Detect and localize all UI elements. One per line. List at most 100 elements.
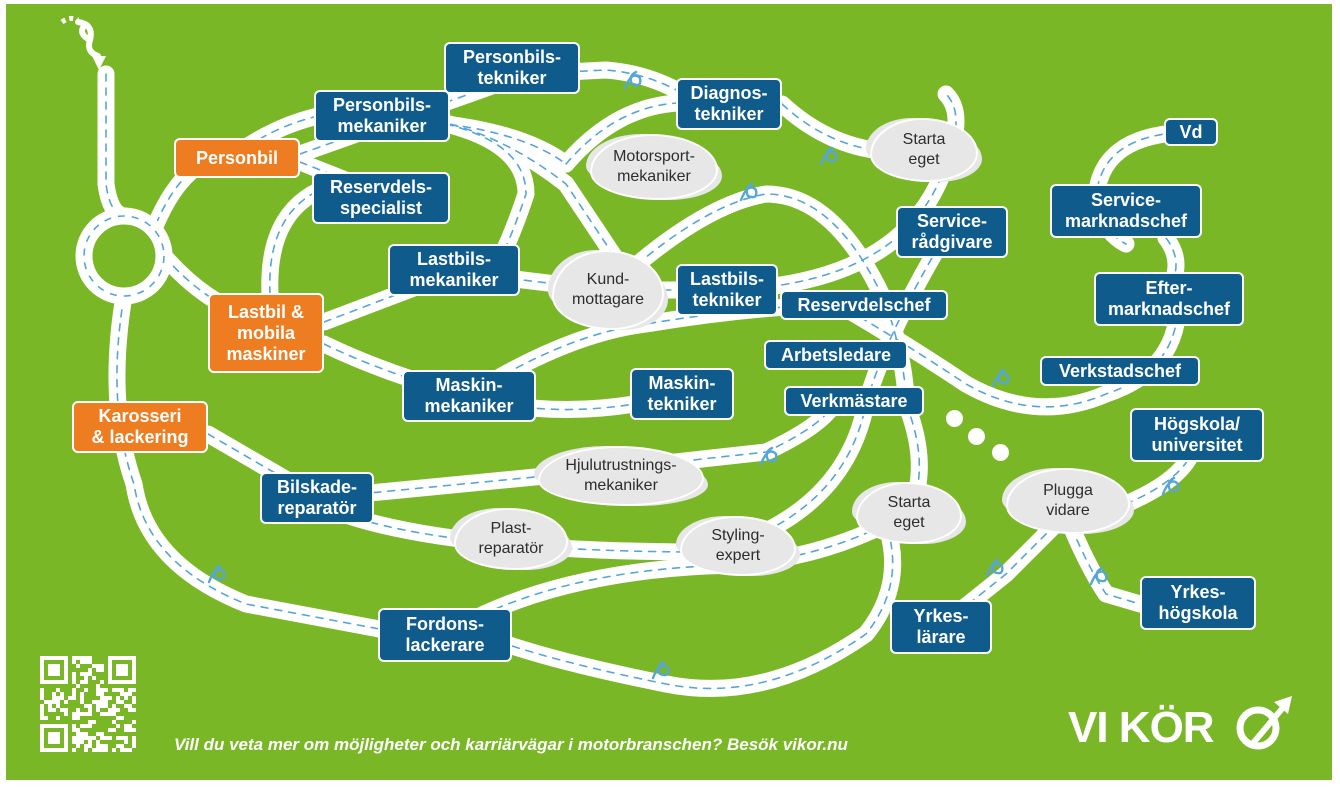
qr-module	[52, 708, 56, 712]
qr-finder	[48, 664, 60, 676]
career-personbilstekniker[interactable]: Personbils- tekniker	[444, 42, 580, 94]
entry-karosseri[interactable]: Karosseri & lackering	[72, 401, 208, 453]
lane-marking	[207, 433, 319, 499]
qr-module	[76, 656, 80, 660]
qr-module	[112, 728, 116, 732]
qr-module	[100, 704, 104, 708]
qr-module	[88, 672, 92, 676]
qr-module	[132, 700, 136, 704]
qr-finder	[48, 732, 60, 744]
qr-module	[124, 704, 128, 708]
qr-module	[124, 736, 128, 740]
qr-module	[60, 708, 64, 712]
cloud-motorsport: Motorsport- mekaniker	[592, 136, 716, 198]
career-servicerådgivare[interactable]: Service- rådgivare	[896, 206, 1008, 258]
qr-module	[64, 700, 68, 704]
loop-icon	[739, 182, 758, 202]
career-diagnostekniker[interactable]: Diagnos- tekniker	[676, 78, 782, 130]
qr-module	[76, 740, 80, 744]
qr-module	[72, 660, 76, 664]
qr-module	[108, 728, 112, 732]
qr-module	[88, 720, 92, 724]
career-yrkeshogskola[interactable]: Yrkes- högskola	[1140, 576, 1256, 630]
career-hogskola[interactable]: Högskola/ universitet	[1130, 408, 1264, 462]
qr-module	[100, 748, 104, 752]
qr-module	[60, 692, 64, 696]
career-servicemarknadschef[interactable]: Service- marknadschef	[1050, 184, 1202, 238]
qr-module	[84, 712, 88, 716]
qr-module	[72, 736, 76, 740]
logo-text: VI KÖR	[1068, 703, 1215, 752]
qr-module	[76, 716, 80, 720]
qr-module	[56, 700, 60, 704]
lane-marking	[1125, 433, 1197, 505]
qr-module	[84, 676, 88, 680]
entry-personbil[interactable]: Personbil	[174, 138, 300, 178]
qr-module	[104, 744, 108, 748]
qr-module	[88, 744, 92, 748]
career-reservdelschef[interactable]: Reservdelschef	[780, 290, 948, 320]
qr-module	[112, 704, 116, 708]
career-fordonslackerare[interactable]: Fordons- lackerare	[378, 608, 512, 662]
career-verkmastare[interactable]: Verkmästare	[784, 386, 924, 416]
qr-module	[80, 740, 84, 744]
career-maskinmekaniker[interactable]: Maskin- mekaniker	[402, 370, 536, 422]
qr-module	[128, 688, 132, 692]
qr-module	[100, 696, 104, 700]
qr-module	[108, 736, 112, 740]
career-verkstadschef[interactable]: Verkstadschef	[1040, 356, 1200, 386]
lane-marking	[725, 93, 957, 291]
career-bilskadereparator[interactable]: Bilskade- reparatör	[260, 472, 374, 524]
qr-module	[88, 704, 92, 708]
qr-module	[84, 732, 88, 736]
career-eftermarknadschef[interactable]: Efter- marknadschef	[1094, 272, 1244, 326]
qr-module	[84, 736, 88, 740]
cloud-stylingexpert: Styling- expert	[682, 518, 794, 574]
career-lastbilstekniker[interactable]: Lastbils- tekniker	[676, 264, 778, 316]
qr-module	[120, 736, 124, 740]
lane-marking	[269, 183, 337, 295]
roundabout-lane	[83, 215, 165, 297]
qr-module	[80, 672, 84, 676]
entry-lastbil[interactable]: Lastbil & mobila maskiner	[208, 293, 324, 373]
qr-module	[72, 712, 76, 716]
qr-module	[116, 708, 120, 712]
qr-module	[120, 744, 124, 748]
qr-module	[76, 712, 80, 716]
qr-module	[96, 740, 100, 744]
qr-module	[96, 692, 100, 696]
qr-module	[96, 744, 100, 748]
thought-dot	[968, 428, 985, 445]
qr-module	[52, 700, 56, 704]
career-yrkeslarare[interactable]: Yrkes- lärare	[890, 600, 992, 654]
career-arbetsledare[interactable]: Arbetsledare	[764, 340, 908, 370]
career-maskintekniker[interactable]: Maskin- tekniker	[630, 368, 734, 420]
qr-module	[40, 708, 44, 712]
loop-icon	[819, 146, 838, 166]
qr-module	[40, 696, 44, 700]
career-lastbilsmekaniker[interactable]: Lastbils- mekaniker	[388, 244, 520, 296]
career-vd[interactable]: Vd	[1164, 118, 1218, 146]
career-reservdelsspecialist[interactable]: Reservdels- specialist	[312, 172, 450, 224]
qr-module	[44, 700, 48, 704]
qr-module	[96, 704, 100, 708]
qr-module	[72, 728, 76, 732]
qr-module	[116, 736, 120, 740]
career-personbilsmekaniker[interactable]: Personbils- mekaniker	[314, 90, 450, 142]
qr-module	[124, 696, 128, 700]
qr-module	[72, 656, 76, 660]
qr-module	[68, 696, 72, 700]
cloud-starta-eget-2: Starta eget	[858, 484, 960, 542]
qr-module	[120, 716, 124, 720]
qr-module	[96, 708, 100, 712]
qr-module	[84, 688, 88, 692]
lane-marking	[1065, 513, 1141, 605]
qr-module	[48, 704, 52, 708]
qr-module	[80, 724, 84, 728]
qr-module	[72, 748, 76, 752]
qr-module	[124, 724, 128, 728]
qr-module	[100, 712, 104, 716]
road-segment	[897, 395, 928, 503]
qr-module	[84, 704, 88, 708]
qr-module	[128, 724, 132, 728]
